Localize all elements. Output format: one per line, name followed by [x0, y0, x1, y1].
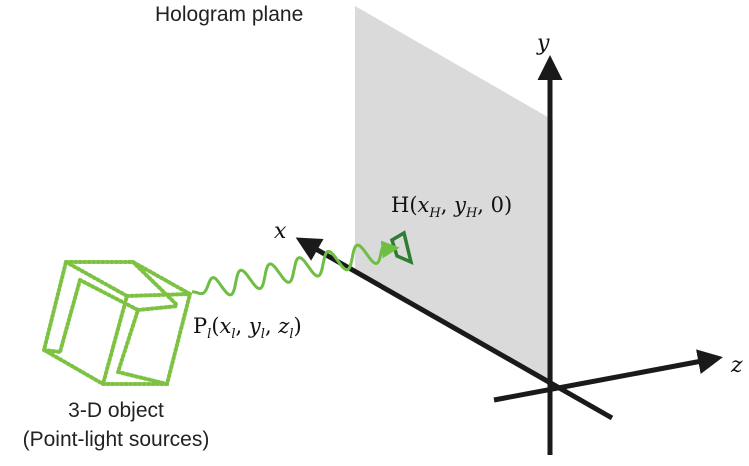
3d-object-wireframe — [41, 260, 193, 386]
object-point-label: Pl(xl, yl, zl) — [193, 314, 302, 342]
hologram-point-label: H(xH, yH, 0) — [391, 193, 512, 221]
light-wave — [191, 240, 400, 297]
hologram-plane-label: Hologram plane — [155, 3, 303, 26]
object-caption-line2: (Point-light sources) — [23, 428, 210, 451]
object-caption-line1: 3-D object — [68, 399, 164, 422]
z-axis-label: z — [730, 353, 743, 378]
x-axis-label: x — [274, 219, 287, 244]
hologram-plane — [355, 6, 553, 388]
y-axis-label: y — [536, 31, 550, 56]
z-axis — [493, 349, 723, 403]
x-axis — [295, 237, 614, 421]
